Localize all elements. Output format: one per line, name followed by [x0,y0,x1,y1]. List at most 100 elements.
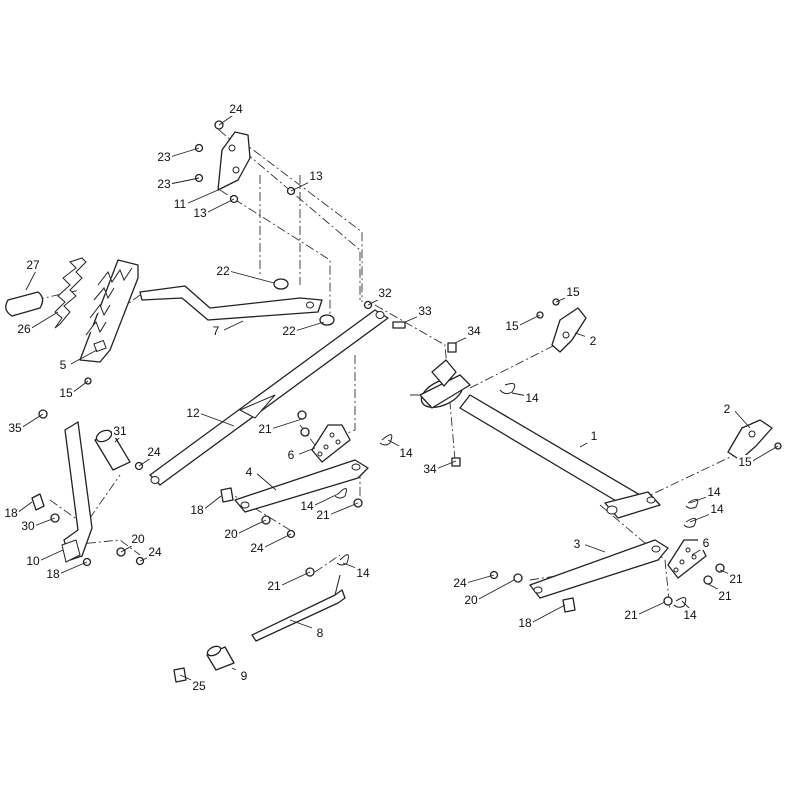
callout-leader-line [198,412,235,427]
callout-label-background [422,462,438,476]
callout-label-background [398,446,414,460]
callout-22: 22 [215,264,275,284]
callout-5: 5 [55,349,98,372]
callout-leader-line [465,574,495,584]
callout-number: 21 [624,608,638,622]
callout-label-background [228,102,244,116]
callout-number: 12 [186,406,200,420]
callout-14: 14 [342,562,371,580]
mounting-plate-part-11 [217,131,251,191]
callout-24: 24 [218,102,244,126]
callout-number: 24 [147,445,161,459]
callout-number: 22 [282,324,296,338]
callout-9: 9 [231,667,252,683]
callout-leader-line [750,445,779,463]
callout-leader-line [476,579,515,601]
cross-shaft-part-1 [419,359,661,519]
callout-number: 14 [525,391,539,405]
callout-number: 21 [718,589,732,603]
callout-15: 15 [504,314,541,333]
callout-label-background [706,485,722,499]
callout-label-background [25,258,41,272]
callout-number: 13 [193,206,207,220]
callout-leader-line [732,408,751,429]
callout-label-background [308,169,324,183]
callout-15: 15 [555,285,581,303]
callout-label-background [25,554,41,568]
callout-leader-line [20,413,44,429]
callout-number: 18 [4,506,18,520]
callout-number: 7 [213,324,220,338]
callout-label-background [146,445,162,459]
callout-number: 11 [174,197,187,211]
callout-leader-line [68,349,98,366]
callout-label-background [7,421,23,435]
callout-24: 24 [139,545,163,562]
callout-number: 3 [574,537,581,551]
callout-number: 6 [703,536,710,550]
callout-number: 33 [418,304,432,318]
callout-number: 21 [729,572,743,586]
callout-leader-line [16,501,33,514]
lift-lever-part-7 [139,285,323,321]
callout-label-background [312,626,328,640]
callout-label-background [355,566,371,580]
callout-21: 21 [315,502,359,522]
callout-label-background [524,391,540,405]
callout-leader-line [270,418,303,430]
callout-34: 34 [454,324,482,344]
callout-13: 13 [290,169,324,192]
callout-31: 31 [112,424,128,443]
callout-leader-line [582,543,606,553]
callout-label-background [717,589,733,603]
callout-number: 15 [566,285,580,299]
callout-label-background [55,358,71,372]
callout-label-background [3,506,19,520]
callout-14: 14 [689,502,725,523]
long-arm-part-12 [149,309,389,486]
callout-leader-line [296,447,316,456]
callout-label-background [417,304,433,318]
bracket-part-2-right [727,419,773,461]
callout-24: 24 [138,445,162,467]
callout-leader-line [169,147,200,158]
callout-label-background [569,537,585,551]
callout-leader-line [236,519,267,535]
callout-20: 20 [120,532,146,553]
callout-label-background [215,264,231,278]
callout-number: 18 [46,567,60,581]
callout-layer: 2423231113132726515222273233341515214123… [3,102,779,693]
callout-number: 35 [8,421,22,435]
callout-7: 7 [208,320,244,338]
callout-label-background [565,285,581,299]
callout-label-background [189,503,205,517]
link-part-3 [529,539,669,599]
callout-leader-line [636,601,666,616]
callout-number: 24 [229,102,243,116]
callout-number: 5 [60,358,67,372]
callout-number: 4 [246,465,253,479]
callout-18: 18 [189,495,222,517]
callout-14: 14 [387,439,414,460]
callout-label-background [236,669,252,683]
callout-number: 9 [241,669,248,683]
callout-number: 23 [157,177,171,191]
callout-label-background [16,322,32,336]
callout-number: 14 [683,608,697,622]
callout-number: 14 [707,485,721,499]
callout-24: 24 [249,533,292,555]
callout-18: 18 [517,604,566,630]
callout-14: 14 [681,600,698,622]
callout-leader-line [254,471,277,491]
callout-15: 15 [737,445,779,469]
callout-leader-line [530,604,566,624]
callout-label-background [709,502,725,516]
callout-label-background [517,616,533,630]
callout-label-background [504,319,520,333]
callout-leader-line [221,320,244,332]
callout-leader-line [33,517,56,527]
callout-number: 32 [378,286,392,300]
callout-number: 20 [224,527,238,541]
callout-label-background [208,324,224,338]
callout-label-background [191,679,207,693]
